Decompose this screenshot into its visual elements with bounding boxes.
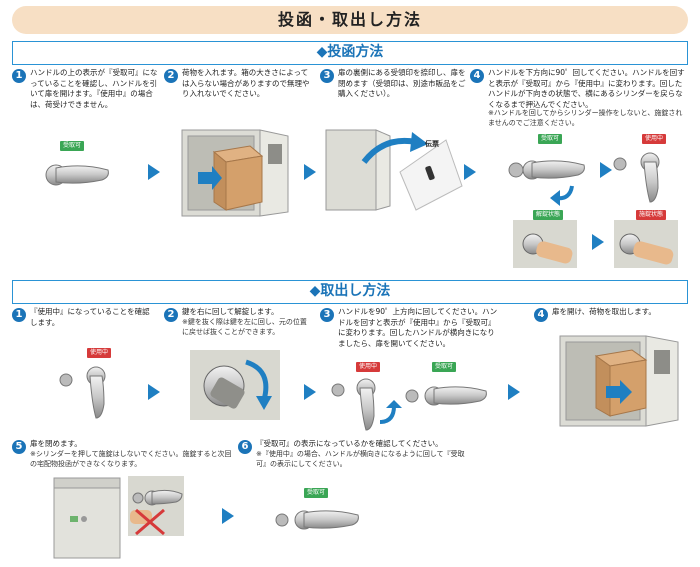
status-badge: 使用中 — [87, 348, 112, 358]
slip-label: 伝票 — [425, 140, 439, 148]
step-number: 1 — [12, 69, 26, 83]
handle-vertical-icon — [59, 366, 106, 419]
step-number: 6 — [238, 440, 252, 454]
section-heading-label: ◆投函方法 — [316, 44, 384, 60]
next-arrow-icon — [222, 508, 234, 524]
cabinet-with-package-illustration — [181, 129, 289, 217]
step-text: 荷物を入れます。箱の大きさによっては入らない場合がありますので無理やり入れないで… — [182, 68, 310, 98]
closed-cabinet-illustration — [53, 477, 121, 559]
status-badge: 受取可 — [60, 141, 85, 151]
cylinder-unlocked-illustration — [513, 220, 577, 268]
step-number: 3 — [320, 308, 334, 322]
caution-note: ※ハンドルを回してからシリンダー操作をしないと、施錠されませんのでご注意ください… — [488, 109, 683, 127]
status-badge: 使用中 — [356, 362, 381, 372]
step-text: 鍵を右に回して解錠します。 — [182, 307, 279, 316]
caution-note: ※シリンダーを押して施錠はしないでください。施錠すると次回の宅配物投函ができなく… — [30, 450, 232, 468]
cabinet-with-package-illustration — [559, 335, 679, 427]
step-text: 扉を開け、荷物を取出します。 — [552, 307, 656, 316]
status-badge: 解錠状態 — [533, 210, 564, 220]
step-text: ハンドルの上の表示が『受取可』になっていることを確認し、ハンドルを引いて扉を開け… — [30, 68, 158, 109]
status-badge: 施錠状態 — [636, 210, 667, 220]
step-number: 2 — [164, 69, 178, 83]
step-number: 4 — [534, 308, 548, 322]
status-badge: 受取可 — [432, 362, 457, 372]
no-lock-illustration — [128, 476, 184, 536]
step-number: 3 — [320, 69, 334, 83]
handle-horizontal-icon — [405, 386, 487, 406]
caution-note: ※『使用中』の場合、ハンドルが横向きになるように回して『受取可』の表示にしてくだ… — [256, 450, 465, 468]
next-arrow-icon — [148, 164, 160, 180]
step-text: 扉の裏側にある受領印を捺印し、扉を閉めます（受領印は、別途市販品をご購入ください… — [338, 68, 466, 98]
section-heading-retrieve: ◆取出し方法 — [12, 280, 688, 304]
step-text: ハンドルを下方向に90゜回してください。ハンドルを回すと表示が『受取可』から『使… — [488, 68, 685, 109]
step-text: 扉を閉めます。 — [30, 439, 82, 448]
handle-horizontal-icon — [45, 164, 109, 186]
handle-vertical-icon — [331, 378, 376, 431]
step-number: 5 — [12, 440, 26, 454]
handle-vertical-icon — [613, 152, 660, 203]
key-turn-illustration — [190, 350, 280, 420]
step-text: 『受取可』の表示になっているかを確認してください。 — [256, 439, 443, 448]
status-badge: 使用中 — [642, 134, 667, 144]
next-arrow-icon — [464, 164, 476, 180]
next-arrow-icon — [600, 162, 612, 178]
section-heading-deposit: ◆投函方法 — [12, 41, 688, 65]
step-number: 2 — [164, 308, 178, 322]
status-badge: 受取可 — [304, 488, 329, 498]
next-arrow-icon — [508, 384, 520, 400]
step-text: 『使用中』になっていることを確認します。 — [30, 307, 150, 327]
handle-horizontal-icon — [508, 160, 585, 180]
section-heading-label: ◆取出し方法 — [309, 283, 391, 299]
next-arrow-icon — [304, 384, 316, 400]
handle-horizontal-icon — [275, 510, 359, 530]
step-text: ハンドルを90゜上方向に回してください。ハンドルを回すと表示が『使用中』から『受… — [338, 307, 498, 348]
rotate-arrow-icon — [379, 400, 402, 424]
next-arrow-icon — [148, 384, 160, 400]
rotate-arrow-icon — [550, 185, 574, 206]
status-badge: 受取可 — [538, 134, 563, 144]
stamp-slip-illustration — [325, 129, 463, 211]
cylinder-locked-illustration — [614, 220, 678, 268]
step-number: 1 — [12, 308, 26, 322]
next-arrow-icon — [304, 164, 316, 180]
page-title: 投函・取出し方法 — [12, 6, 688, 34]
step-number: 4 — [470, 69, 484, 83]
next-arrow-icon — [592, 234, 604, 250]
caution-note: ※鍵を抜く際は鍵を左に回し、元の位置に戻せば抜くことができます。 — [182, 318, 307, 336]
